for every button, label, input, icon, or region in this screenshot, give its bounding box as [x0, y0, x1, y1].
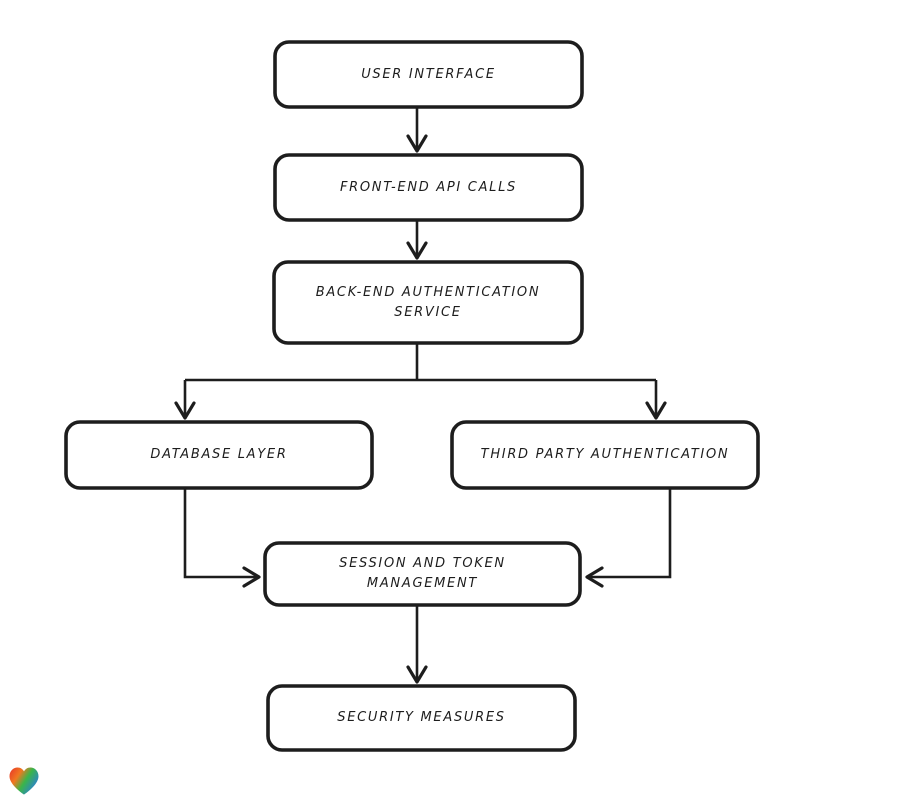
arrowhead-backend-to-thirdparty [645, 401, 667, 420]
node-session-and-token-management-shape[interactable] [263, 541, 582, 607]
node-database-layer-shape[interactable] [64, 420, 374, 490]
node-back-end-authentication-service-shape[interactable] [272, 260, 584, 345]
heart-icon [9, 767, 39, 795]
arrowhead-api-to-backend [406, 241, 428, 260]
arrowhead-backend-to-database [174, 401, 196, 420]
arrowhead-thirdparty-to-session [585, 566, 604, 588]
edge-database-to-session [183, 488, 258, 579]
node-security-measures-shape[interactable] [266, 684, 577, 752]
arrowhead-session-to-security [406, 665, 428, 684]
arrowhead-ui-to-api [406, 134, 428, 153]
node-front-end-api-calls-shape[interactable] [273, 153, 584, 222]
arrowhead-database-to-session [242, 566, 261, 588]
heart-icon-wrapper [8, 766, 42, 798]
node-user-interface-shape[interactable] [273, 40, 584, 109]
node-third-party-authentication-shape[interactable] [450, 420, 760, 490]
edge-thirdparty-to-session [588, 488, 672, 579]
